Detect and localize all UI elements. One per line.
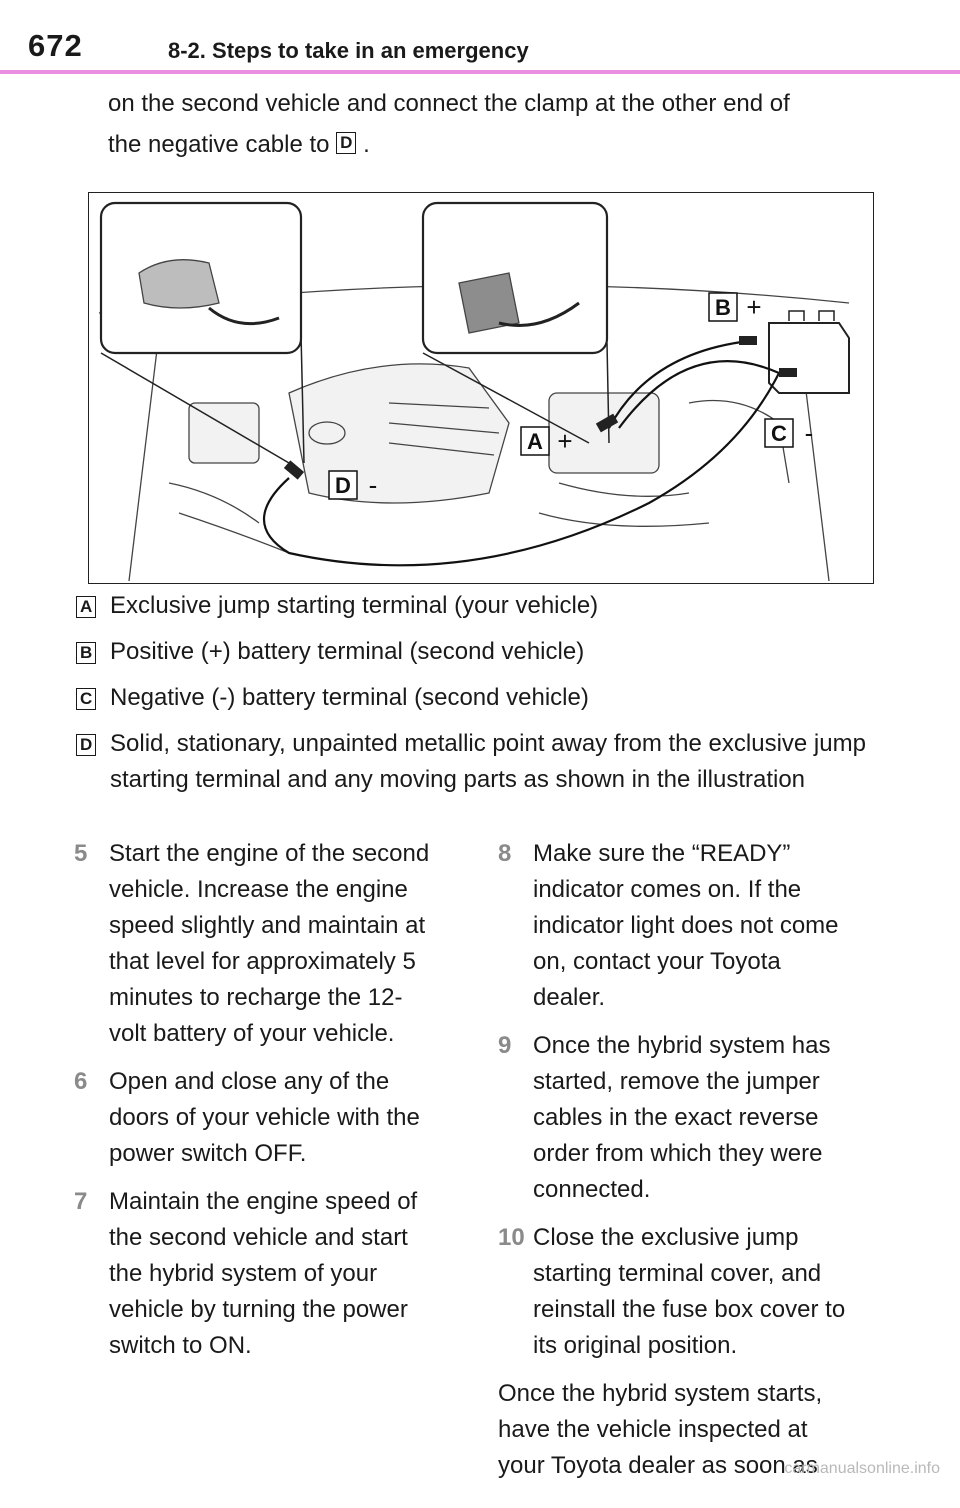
step-text: Open and close any of the doors of your …	[109, 1068, 420, 1167]
step-6: 6 Open and close any of the doors of you…	[74, 1064, 434, 1172]
arrow-left	[208, 306, 280, 326]
second-vehicle-battery	[768, 322, 850, 394]
oil-cap	[308, 421, 346, 445]
clamp-d	[283, 460, 305, 480]
plus-symbol-a: +	[557, 426, 572, 456]
legend-letter-c: C	[76, 688, 97, 710]
label-d: D	[335, 473, 351, 498]
figure-legend: A Exclusive jump starting terminal (your…	[74, 588, 874, 808]
cable-to-battery	[618, 360, 780, 429]
step-8: 8 Make sure the “READY” indicator comes …	[498, 836, 858, 1016]
step-number: 10	[498, 1224, 525, 1251]
intro-line-2-end: .	[363, 131, 370, 158]
step-text: Start the engine of the second vehicle. …	[109, 840, 430, 1047]
legend-item-b: B Positive (+) battery terminal (second …	[74, 634, 874, 670]
step-5: 5 Start the engine of the second vehicle…	[74, 836, 434, 1052]
label-c: C	[771, 421, 787, 446]
intro-line-2: the negative cable to D .	[108, 127, 908, 163]
clamp-c	[779, 368, 797, 377]
steps-column-right: 8 Make sure the “READY” indicator comes …	[498, 836, 858, 1508]
legend-letter-b: B	[76, 642, 97, 664]
intro-paragraph: on the second vehicle and connect the cl…	[108, 86, 908, 168]
label-a: A	[527, 429, 543, 454]
coolant-tank	[188, 402, 260, 464]
hoses-left	[168, 482, 290, 554]
hoses-right	[538, 482, 710, 527]
label-b: B	[715, 295, 731, 320]
terminal-cover-middle	[458, 272, 520, 334]
plus-symbol-b: +	[746, 292, 761, 322]
legend-letter-d: D	[76, 734, 97, 756]
step-text: Once the hybrid system has started, remo…	[533, 1032, 831, 1203]
section-title: 8-2. Steps to take in an emergency	[168, 38, 529, 63]
step-text: Make sure the “READY” indicator comes on…	[533, 840, 839, 1011]
negative-cable	[263, 372, 780, 567]
label-box-c	[764, 418, 794, 448]
minus-symbol-d: -	[369, 470, 378, 500]
step-number: 7	[74, 1188, 88, 1215]
arrow-middle	[498, 301, 580, 327]
legend-text-c: Negative (-) battery terminal (second ve…	[110, 684, 589, 711]
step-number: 9	[498, 1032, 512, 1059]
legend-item-c: C Negative (-) battery terminal (second …	[74, 680, 874, 716]
step-7: 7 Maintain the engine speed of the secon…	[74, 1184, 434, 1364]
legend-text-b: Positive (+) battery terminal (second ve…	[110, 638, 585, 665]
minus-symbol-c: -	[805, 418, 814, 448]
closing-paragraph: Once the hybrid system starts, have the …	[498, 1380, 823, 1479]
clamp-a	[595, 413, 619, 433]
intro-line-1: on the second vehicle and connect the cl…	[108, 90, 790, 117]
engine-detail	[388, 402, 500, 456]
legend-item-d: D Solid, stationary, unpainted metallic …	[74, 726, 874, 798]
intro-line-2-text: the negative cable to	[108, 131, 330, 158]
engine-bay-diagram: B + C - A + D -	[98, 201, 850, 582]
engine-cover	[288, 363, 510, 504]
header-divider	[0, 70, 960, 74]
legend-item-a: A Exclusive jump starting terminal (your…	[74, 588, 874, 624]
positive-cable	[608, 339, 750, 429]
watermark: carmanualsonline.info	[784, 1460, 940, 1477]
step-text: Maintain the engine speed of the second …	[109, 1188, 418, 1359]
jump-start-illustration: B + C - A + D -	[88, 192, 874, 584]
battery-posts	[788, 310, 835, 321]
step-number: 5	[74, 840, 88, 867]
label-box-d	[328, 470, 358, 500]
legend-text-d: Solid, stationary, unpainted metallic po…	[110, 730, 866, 793]
legend-text-a: Exclusive jump starting terminal (your v…	[110, 592, 599, 619]
inset-detail-middle	[421, 201, 609, 355]
step-number: 8	[498, 840, 512, 867]
reference-label-d: D	[336, 132, 357, 154]
legend-letter-a: A	[76, 596, 97, 618]
step-text: Close the exclusive jump starting termin…	[533, 1224, 846, 1359]
step-10: 10 Close the exclusive jump starting ter…	[498, 1220, 858, 1364]
step-number: 6	[74, 1068, 88, 1095]
page-number: 672	[28, 28, 83, 63]
clamp-b	[739, 336, 757, 345]
step-9: 9 Once the hybrid system has started, re…	[498, 1028, 858, 1208]
label-box-b	[708, 292, 738, 322]
terminal-cover-left	[138, 259, 220, 309]
inset-connector-left	[100, 332, 305, 464]
steps-column-left: 5 Start the engine of the second vehicle…	[74, 836, 434, 1376]
label-box-a	[520, 426, 550, 456]
